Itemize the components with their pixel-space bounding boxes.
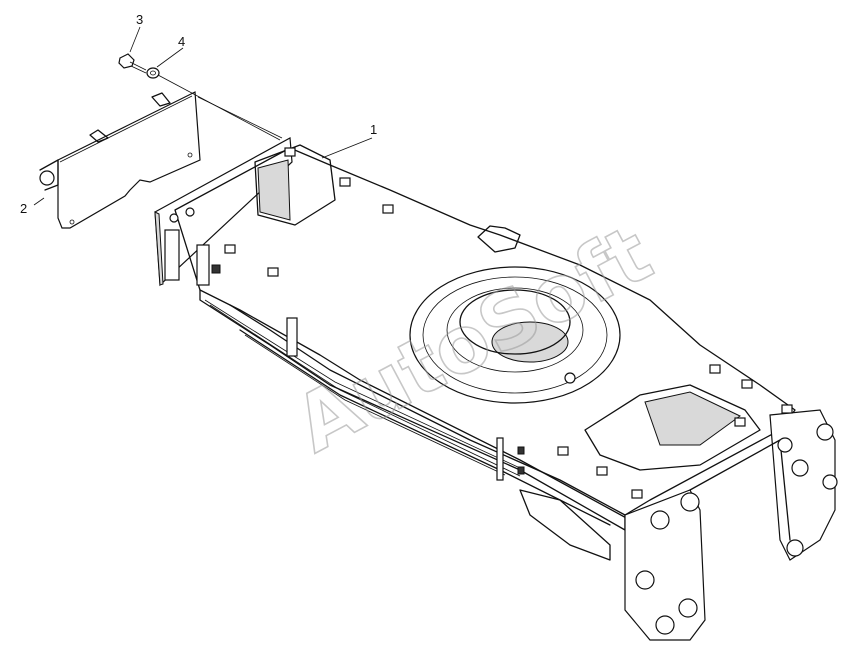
leader-lines [33,26,373,206]
main-frame [154,137,838,641]
callout-4: 4 [178,34,185,49]
callout-1: 1 [370,122,377,137]
washer-part [146,67,160,79]
bolt-part [118,53,147,74]
cover-plate [39,91,201,229]
callout-3: 3 [136,12,143,27]
callout-2: 2 [20,201,27,216]
